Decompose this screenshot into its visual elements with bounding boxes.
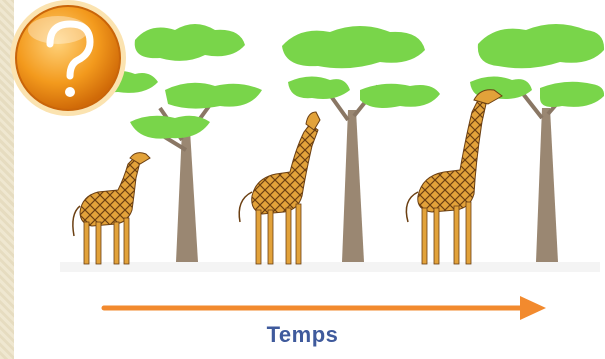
time-label: Temps — [0, 322, 605, 348]
panel-3 — [406, 24, 604, 264]
giraffe-short-neck — [73, 153, 150, 264]
question-mark-icon — [10, 0, 126, 116]
giraffe-long-neck — [406, 90, 502, 264]
giraffe-medium-neck — [239, 112, 320, 264]
tree-3 — [470, 24, 604, 262]
panel-2 — [239, 26, 440, 264]
